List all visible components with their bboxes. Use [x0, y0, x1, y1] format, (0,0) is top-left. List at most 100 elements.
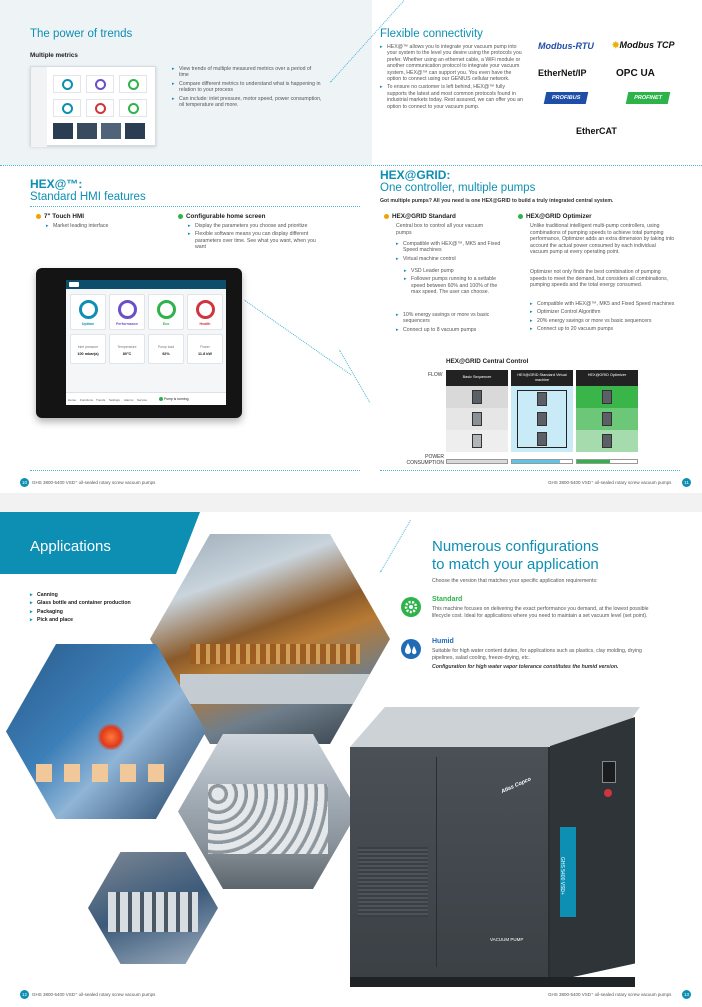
trends-subtitle: Multiple metrics: [30, 52, 78, 59]
tile-health[interactable]: Health: [187, 294, 223, 330]
page-number-right: 11: [682, 478, 691, 487]
touch-hmi-bullet: Market leading interface: [46, 223, 156, 230]
connectivity-bullets: HEX@™ allows you to integrate your vacuu…: [380, 44, 525, 112]
hmi-title-light: Standard HMI features: [30, 191, 146, 203]
config-title-line1: Numerous configurations: [432, 538, 599, 555]
standard-heading: Standard: [432, 596, 463, 603]
power-bar-optimizer: [576, 459, 638, 464]
config-intro: Choose the version that matches your spe…: [432, 578, 598, 584]
footer-right: GHS 3800-5400 VSD⁺ oil-sealed rotary scr…: [548, 992, 672, 997]
config-title-line2: to match your application: [432, 556, 599, 573]
power-bar-standard: [511, 459, 573, 464]
humid-heading: Humid: [432, 638, 454, 645]
trends-bullet: Can include: inlet pressure, motor speed…: [172, 96, 322, 109]
opc-ua-logo: OPC UA: [616, 68, 655, 79]
home-screen-heading: Configurable home screen: [178, 213, 265, 220]
stat-power: Power 11.8 kW: [187, 334, 223, 364]
footer-left: GHS 3800-5400 VSD⁺ oil-sealed rotary scr…: [32, 480, 156, 485]
hexgrid-standard-bullets: Compatible with HEX@™, MK5 and Fixed Spe…: [396, 241, 506, 264]
nav-functions[interactable]: Functions: [80, 398, 94, 402]
emergency-stop-button: [604, 789, 612, 797]
diagonal-mid-2: [339, 350, 370, 403]
machine-vent: [358, 847, 428, 917]
pump-icon: [472, 390, 482, 404]
machine-label: VACUUM PUMP: [490, 937, 524, 942]
hexgrid-standard-heading: HEX@GRID Standard: [384, 213, 456, 220]
bullet-dot-icon: [384, 213, 389, 219]
trends-dashboard-thumbnail: [30, 66, 156, 147]
pump-status: Pump is running: [159, 393, 188, 405]
diagram-power-label: POWER CONSUMPTION: [406, 454, 445, 466]
uptime-ring-icon: [79, 300, 98, 319]
brochure-spread-2: Applications Canning Glass bottle and co…: [0, 512, 702, 1007]
packaging-image: [88, 852, 218, 964]
application-item: Packaging: [30, 609, 160, 616]
pump-icon: [537, 412, 547, 426]
tile-performance[interactable]: Performance: [109, 294, 145, 330]
divider-top: [0, 165, 702, 166]
trends-bullet: Compare different metrics to understand …: [172, 81, 322, 94]
stat-temperature: Temperature 80°C: [109, 334, 145, 364]
hmi-title-bold: HEX@™:: [30, 177, 83, 191]
diagonal-right-1: [380, 520, 411, 573]
page-number-right: 13: [682, 990, 691, 999]
pump-icon: [602, 434, 612, 448]
machine-door-line: [436, 757, 437, 967]
hexgrid-optimizer-heading: HEX@GRID Optimizer: [518, 213, 592, 220]
ethernet-ip-logo: EtherNet/IP: [538, 68, 587, 78]
stat-pump-load: Pump load 92%: [148, 334, 184, 364]
hexgrid-optimizer-bullet: Compatible with HEX@™, MK5 and Fixed Spe…: [530, 301, 675, 308]
divider-bottom-right: [380, 470, 680, 471]
applications-list: Canning Glass bottle and container produ…: [30, 592, 160, 626]
status-running-icon: [159, 397, 163, 402]
hmi-topbar: [66, 280, 226, 289]
pump-icon: [472, 434, 482, 448]
hexgrid-title-light: One controller, multiple pumps: [380, 182, 536, 194]
standard-gear-icon: [401, 597, 421, 617]
modbus-rtu-logo: Modbus-RTU: [538, 41, 594, 51]
machine-model-badge: GHS 5400 VSD+: [559, 827, 576, 917]
nav-trends[interactable]: Trends: [96, 398, 106, 402]
applications-title: Applications: [30, 538, 111, 555]
trends-bullet: View trends of multiple measured metrics…: [172, 66, 322, 79]
standard-text: This machine focuses on delivering the e…: [432, 606, 649, 619]
hmi-tablet: Uptime Performance Eco Health Inlet pres…: [36, 268, 242, 418]
trends-title: The power of trends: [30, 28, 133, 40]
machine-base: [350, 977, 635, 987]
touch-hmi-heading: 7" Touch HMI: [36, 213, 84, 220]
connectivity-title: Flexible connectivity: [380, 28, 483, 40]
atlas-copco-logo: Atlas Copco: [500, 776, 533, 796]
footer-right: GHS 3800-5400 VSD⁺ oil-sealed rotary scr…: [548, 480, 672, 485]
nav-home[interactable]: Home: [68, 398, 77, 402]
nav-service[interactable]: Service: [137, 398, 148, 402]
tile-uptime[interactable]: Uptime: [70, 294, 106, 330]
diagram-column-basic: Basic Sequencer: [446, 370, 508, 454]
performance-ring-icon: [118, 300, 137, 319]
hexgrid-optimizer-bullet: Optimizer Control Algorithm: [530, 309, 675, 316]
home-screen-bullet: Display the parameters you choose and pr…: [188, 223, 328, 230]
machine-display: [602, 761, 616, 783]
hexgrid-standard-bullet: Connect up to 8 vacuum pumps: [396, 327, 506, 334]
modbus-star-icon: ✸: [612, 40, 620, 50]
hmi-screen: Uptime Performance Eco Health Inlet pres…: [66, 280, 226, 405]
home-screen-bullet: Flexible software means you can display …: [188, 231, 328, 250]
brochure-spread-1: The power of trends Multiple metrics Vie…: [0, 0, 702, 493]
nav-alarms[interactable]: Alarms: [124, 398, 134, 402]
stat-inlet-pressure: Inlet pressure 100 mbar(a): [70, 334, 106, 364]
atlas-copco-logo-icon: [69, 282, 79, 287]
application-item: Canning: [30, 592, 160, 599]
hexgrid-standard-bullet: Compatible with HEX@™, MK5 and Fixed Spe…: [396, 241, 506, 254]
modbus-tcp-logo: ✸Modbus TCP: [612, 40, 675, 50]
touch-hmi-bullets: Market leading interface: [46, 223, 156, 231]
applications-header-band: [0, 512, 200, 574]
tile-eco[interactable]: Eco: [148, 294, 184, 330]
hexgrid-standard-subbullet: VSD Leader pump: [404, 268, 504, 275]
hexgrid-optimizer-p2: Optimizer not only finds the best combin…: [530, 269, 669, 289]
hexgrid-optimizer-bullet: 20% energy savings or more vs basic sequ…: [530, 318, 675, 325]
hexgrid-standard-intro: Central box to control all your vacuum p…: [396, 223, 484, 236]
nav-settings[interactable]: Settings: [109, 398, 120, 402]
application-item: Pick and place: [30, 617, 160, 624]
power-bar-basic: [446, 459, 508, 464]
divider-bottom: [30, 470, 360, 471]
diagram-title: HEX@GRID Central Control: [446, 358, 529, 365]
